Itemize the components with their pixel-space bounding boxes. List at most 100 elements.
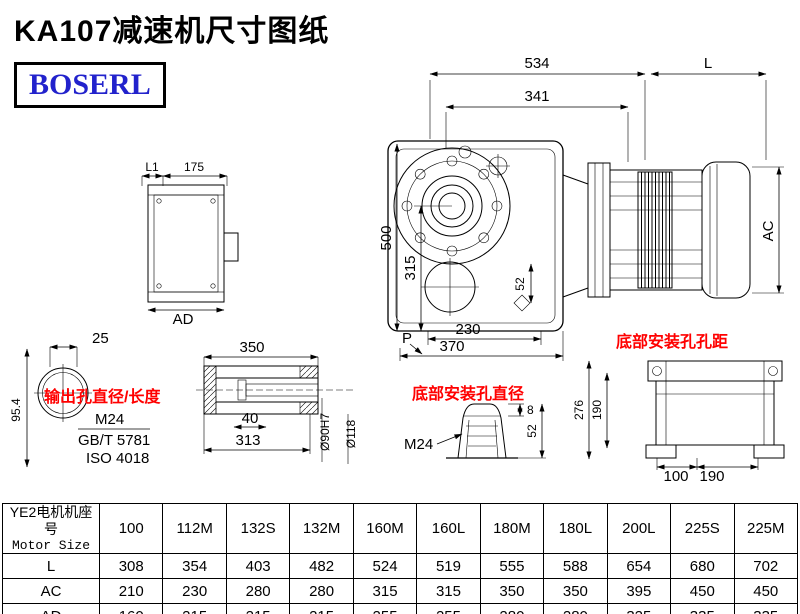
- col-header: 100: [98, 503, 164, 554]
- dim-L1: L1: [145, 160, 159, 174]
- table-cell: 680: [670, 553, 735, 579]
- table-cell: 308: [98, 553, 164, 579]
- hollow-shaft-view-drawing: 350 40 313 Ø90H7 Ø118: [196, 339, 358, 464]
- thread-m24-hole: M24: [404, 436, 433, 453]
- col-header: 225S: [670, 503, 735, 554]
- dim-AD: AD: [173, 311, 194, 328]
- dim-100: 100: [663, 468, 688, 485]
- mount-flange: [647, 360, 783, 382]
- table-cell: 280: [543, 603, 608, 614]
- table-cell: 325: [606, 603, 672, 614]
- table-row-L: L 308 354 403 482 524 519 555 588 654 68…: [2, 553, 799, 579]
- table-cell: 280: [479, 603, 545, 614]
- dim-500: 500: [378, 225, 395, 250]
- col-header: 160L: [416, 503, 481, 554]
- std-iso: ISO 4018: [86, 450, 149, 467]
- table-cell: 255: [416, 603, 481, 614]
- dim-190-h: 190: [699, 468, 724, 485]
- table-cell: 215: [225, 603, 291, 614]
- header-cn: YE2电机机座号: [9, 504, 93, 537]
- row-label: AD: [2, 603, 100, 614]
- table-cell: 482: [289, 553, 354, 579]
- table-header-row: YE2电机机座号 Motor Size 100 112M 132S 132M 1…: [2, 503, 799, 554]
- dim-313: 313: [235, 432, 260, 449]
- dim-40: 40: [242, 410, 259, 427]
- table-row-AC: AC 210 230 280 280 315 315 350 350 395 4…: [2, 578, 799, 604]
- dim-95-4: 95.4: [9, 398, 23, 422]
- col-header: 112M: [162, 503, 227, 554]
- row-label: AC: [2, 578, 100, 604]
- col-header: 160M: [352, 503, 418, 554]
- dim-52-main: 52: [513, 277, 527, 291]
- row-label: L: [2, 553, 100, 579]
- table-cell: 350: [479, 578, 545, 604]
- eyebolt-hole: [458, 145, 472, 159]
- col-header: 132M: [289, 503, 354, 554]
- dim-175: 175: [184, 160, 204, 174]
- table-cell: 335: [733, 603, 799, 614]
- std-gb: GB/T 5781: [78, 432, 150, 449]
- table-cell: 160: [98, 603, 164, 614]
- table-cell: 255: [352, 603, 418, 614]
- dim-534: 534: [524, 55, 549, 72]
- output-hole-label: 输出孔直径/长度: [44, 387, 161, 406]
- table-cell: 230: [162, 578, 227, 604]
- table-cell: 588: [543, 553, 608, 579]
- motor-winding: [637, 171, 673, 289]
- technical-drawing: 534 L 341 500 315 52 P 230 370: [9, 55, 785, 485]
- plug-diamond: [513, 294, 531, 312]
- table-cell: 450: [733, 578, 799, 604]
- table-cell: 555: [479, 553, 545, 579]
- dim-L: L: [704, 55, 712, 72]
- bottom-mount-view-drawing: 底部安装孔孔距 276 190 100 190: [572, 332, 785, 485]
- header-en: Motor Size: [11, 538, 90, 553]
- table-cell: 210: [98, 578, 164, 604]
- table-cell: 654: [606, 553, 672, 579]
- dim-315: 315: [402, 255, 419, 280]
- shaft-end-view-drawing: 25 95.4 输出孔直径/长度 M24 GB/T 5781 ISO 4018: [9, 330, 161, 468]
- page-title: KA107减速机尺寸图纸: [14, 15, 330, 48]
- table-cell: 215: [162, 603, 227, 614]
- table-cell: 280: [225, 578, 291, 604]
- dim-d118: Ø118: [344, 419, 358, 448]
- table-cell: 354: [162, 553, 227, 579]
- dim-230: 230: [455, 321, 480, 338]
- countersunk-hole-profile: [457, 403, 507, 459]
- dim-AC: AC: [760, 220, 777, 241]
- col-header: 200L: [606, 503, 672, 554]
- dim-341: 341: [524, 88, 549, 105]
- table-header-motor-size: YE2电机机座号 Motor Size: [2, 503, 100, 554]
- main-view-drawing: 534 L 341 500 315 52 P 230 370: [378, 55, 784, 361]
- bottom-hole-detail-drawing: 底部安装孔直径 8 52 M24: [404, 384, 546, 459]
- table-cell: 215: [289, 603, 354, 614]
- table-cell: 335: [670, 603, 735, 614]
- table-cell: 315: [416, 578, 481, 604]
- table-cell: 519: [416, 553, 481, 579]
- label-P: P: [402, 330, 412, 347]
- table-cell: 395: [606, 578, 672, 604]
- table-cell: 280: [289, 578, 354, 604]
- dim-276: 276: [572, 400, 586, 420]
- boserl-logo: BOSERL: [14, 62, 166, 108]
- bottom-mount-label: 底部安装孔孔距: [616, 332, 728, 351]
- mount-body: [655, 380, 775, 446]
- dim-350: 350: [239, 339, 264, 356]
- dim-d90h7: Ø90H7: [318, 413, 332, 451]
- fan-cowl: [701, 161, 751, 299]
- dim-52-hole: 52: [525, 424, 539, 438]
- col-header: 180L: [543, 503, 608, 554]
- dim-190-v: 190: [590, 400, 604, 420]
- col-header: 180M: [479, 503, 545, 554]
- motor-flange: [587, 162, 611, 298]
- side-view-drawing: L1 175 AD: [141, 160, 239, 328]
- motor-size-table: YE2电机机座号 Motor Size 100 112M 132S 132M 1…: [2, 503, 799, 614]
- mount-foot-right: [753, 444, 785, 459]
- dim-370: 370: [439, 338, 464, 355]
- flange-circle: [393, 147, 511, 265]
- dim-25: 25: [92, 330, 109, 347]
- thread-spec: M24: [95, 411, 124, 428]
- bottom-hole-label: 底部安装孔直径: [412, 384, 524, 403]
- table-cell: 524: [352, 553, 418, 579]
- table-cell: 403: [225, 553, 291, 579]
